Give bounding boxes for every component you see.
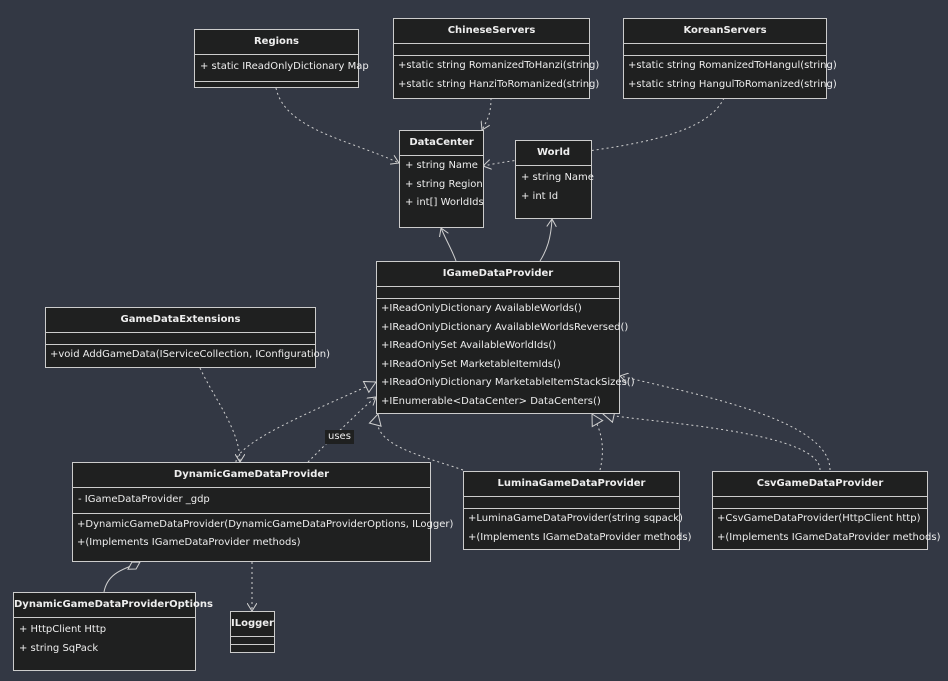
- edge-chinese-datacenter: [482, 97, 492, 130]
- empty-section: [46, 333, 315, 345]
- method-row: +DynamicGameDataProvider(DynamicGameData…: [77, 518, 454, 530]
- methods-section: +static string RomanizedToHangul(string)…: [624, 56, 837, 95]
- empty-section: [464, 497, 679, 509]
- class-title: KoreanServers: [624, 19, 826, 44]
- method-row: +static string HangulToRomanized(string): [628, 78, 837, 90]
- class-game-data-extensions: GameDataExtensions +void AddGameData(ISe…: [45, 307, 331, 368]
- class-title: IGameDataProvider: [377, 262, 619, 287]
- class-korean-servers: KoreanServers +static string RomanizedTo…: [623, 18, 837, 99]
- method-row: +IReadOnlyDictionary AvailableWorlds(): [381, 303, 582, 314]
- field-row: - IGameDataProvider _gdp: [78, 494, 210, 505]
- edge-lumina-realizes-provider: [368, 412, 464, 471]
- fields-section: + HttpClient Http + string SqPack: [14, 618, 195, 661]
- method-row: +LuminaGameDataProvider(string sqpack): [468, 513, 683, 524]
- edge-provider-world: [539, 219, 552, 262]
- method-row: +IReadOnlySet AvailableWorldIds(): [381, 340, 557, 351]
- fields-section: - IGameDataProvider _gdp: [73, 488, 430, 514]
- methods-section: +LuminaGameDataProvider(string sqpack) +…: [464, 509, 692, 548]
- edge-csv-realizes-provider: [601, 409, 821, 471]
- method-row: +IReadOnlyDictionary MarketableItemStack…: [381, 377, 635, 388]
- field-row: + string Region: [405, 178, 483, 190]
- class-world: World + string Name + int Id: [515, 140, 594, 219]
- edge-extensions-dynamic: [199, 367, 240, 462]
- field-row: + string SqPack: [19, 642, 99, 654]
- methods-section: +IReadOnlyDictionary AvailableWorlds() +…: [377, 299, 635, 412]
- edge-label-uses: uses: [325, 430, 354, 444]
- method-row: +static string HanziToRomanized(string): [398, 78, 600, 90]
- class-data-center: DataCenter + string Name + string Region…: [399, 130, 484, 228]
- method-row: +static string RomanizedToHangul(string): [628, 60, 837, 71]
- empty-section: [377, 287, 619, 299]
- method-row: +(Implements IGameDataProvider methods): [468, 531, 692, 543]
- field-row: + string Name: [521, 172, 594, 183]
- methods-section: +CsvGameDataProvider(HttpClient http) +(…: [713, 509, 941, 548]
- fields-section: + string Name + int Id: [516, 166, 594, 209]
- methods-section: +void AddGameData(IServiceCollection, IC…: [46, 345, 331, 366]
- field-row: + HttpClient Http: [19, 624, 107, 635]
- class-title: ChineseServers: [394, 19, 589, 44]
- edge-regions-datacenter: [275, 87, 399, 163]
- empty-section: [195, 82, 358, 88]
- method-row: +CsvGameDataProvider(HttpClient http): [717, 513, 921, 524]
- methods-section: + static IReadOnlyDictionary Map: [195, 55, 369, 82]
- method-row: + static IReadOnlyDictionary Map: [200, 61, 369, 72]
- empty-section: [394, 44, 589, 56]
- methods-section: +DynamicGameDataProvider(DynamicGameData…: [73, 514, 454, 555]
- class-regions: Regions + static IReadOnlyDictionary Map: [194, 29, 369, 88]
- class-title: DynamicGameDataProvider: [73, 463, 430, 488]
- class-title: LuminaGameDataProvider: [464, 472, 679, 497]
- edge-provider-datacenter: [441, 228, 457, 262]
- interface-igamedataprovider: IGameDataProvider +IReadOnlyDictionary A…: [376, 261, 635, 414]
- class-title: World: [516, 141, 591, 166]
- field-row: + string Name: [405, 160, 478, 171]
- empty-section: [231, 645, 274, 653]
- class-title: GameDataExtensions: [46, 308, 315, 333]
- method-row: +(Implements IGameDataProvider methods): [77, 537, 301, 548]
- method-row: +IReadOnlySet MarketableItemIds(): [381, 358, 561, 370]
- field-row: + int Id: [521, 190, 559, 202]
- class-title: DynamicGameDataProviderOptions: [14, 593, 213, 618]
- method-row: +static string RomanizedToHanzi(string): [398, 60, 600, 71]
- method-row: +(Implements IGameDataProvider methods): [717, 531, 941, 543]
- class-csv-game-data-provider: CsvGameDataProvider +CsvGameDataProvider…: [712, 471, 941, 550]
- class-lumina-game-data-provider: LuminaGameDataProvider +LuminaGameDataPr…: [463, 471, 692, 550]
- edge-lumina-realizes-provider-2: [591, 413, 604, 471]
- class-dynamic-game-data-provider-options: DynamicGameDataProviderOptions + HttpCli…: [13, 592, 213, 671]
- empty-section: [624, 44, 826, 56]
- edge-dynamic-uses-provider: [307, 397, 376, 463]
- class-chinese-servers: ChineseServers +static string RomanizedT…: [393, 18, 600, 99]
- field-row: + int[] WorldIds: [405, 197, 484, 208]
- class-ilogger: ILogger: [230, 611, 275, 653]
- empty-section: [231, 637, 274, 645]
- edge-csv-realizes-provider-2: [620, 376, 831, 471]
- fields-section: + string Name + string Region + int[] Wo…: [400, 156, 484, 214]
- class-title: CsvGameDataProvider: [713, 472, 927, 497]
- edge-dynamic-options-aggregation: [103, 561, 141, 593]
- class-title: ILogger: [231, 612, 274, 637]
- class-dynamic-game-data-provider: DynamicGameDataProvider - IGameDataProvi…: [72, 462, 454, 562]
- edge-dynamic-realizes-provider: [235, 381, 377, 463]
- method-row: +IReadOnlyDictionary AvailableWorldsReve…: [381, 321, 629, 333]
- class-title: DataCenter: [400, 131, 483, 156]
- method-row: +void AddGameData(IServiceCollection, IC…: [50, 349, 331, 360]
- class-title: Regions: [195, 30, 358, 55]
- method-row: +IEnumerable<DataCenter> DataCenters(): [381, 395, 601, 407]
- methods-section: +static string RomanizedToHanzi(string) …: [394, 56, 600, 95]
- empty-section: [713, 497, 927, 509]
